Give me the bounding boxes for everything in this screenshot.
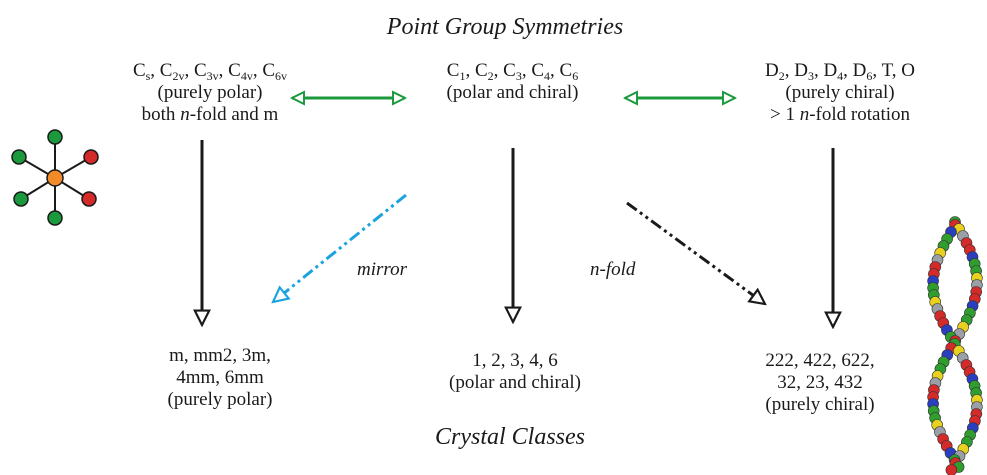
molecule-icon: [11, 129, 99, 226]
crystal-class-polar-chiral-desc: (polar and chiral): [449, 372, 581, 393]
point-group-symbol: C6: [559, 60, 579, 83]
point-group-chiral-desc: (purely chiral): [785, 82, 895, 103]
point-group-symbol: D3: [794, 60, 814, 83]
point-group-symbol: C2: [474, 60, 494, 83]
point-group-symbol: C6v: [262, 60, 288, 83]
crystal-class-polar-chiral-line1: 1, 2, 3, 4, 6: [472, 350, 558, 371]
point-group-symbol: D4: [823, 60, 844, 83]
point-group-symbol: C2v: [159, 60, 185, 83]
point-group-polar-chiral-desc: (polar and chiral): [446, 82, 579, 103]
point-group-symbol: T: [881, 60, 892, 81]
point-group-symbol: C4: [531, 60, 551, 83]
crystal-class-chiral: 222, 422, 622, 32, 23, 432 (purely chira…: [720, 350, 920, 416]
crystal-class-polar: m, mm2, 3m, 4mm, 6mm (purely polar): [110, 345, 330, 411]
point-group-symbol: C1: [446, 60, 466, 83]
crystal-class-chiral-line1: 222, 422, 622,: [765, 350, 875, 371]
point-group-chiral: D2, D3, D4, D6, T, O (purely chiral) > 1…: [715, 60, 965, 126]
point-group-polar-desc: (purely polar): [157, 82, 263, 103]
point-group-polar-symbols: Cs, C2v, C3v, C4v, C6v: [132, 60, 288, 83]
point-group-symbol: C3v: [193, 60, 219, 83]
crystal-class-polar-line2: 4mm, 6mm: [176, 367, 264, 388]
point-group-symbol: C4v: [228, 60, 253, 83]
point-group-polar: Cs, C2v, C3v, C4v, C6v (purely polar) bo…: [85, 60, 335, 126]
mirror-label: mirror: [357, 259, 407, 280]
point-group-symbol: D2: [764, 60, 785, 83]
crystal-class-polar-chiral: 1, 2, 3, 4, 6 (polar and chiral): [420, 350, 610, 394]
crystal-class-polar-desc: (purely polar): [167, 389, 273, 410]
point-group-polar-chiral-symbols: C1, C2, C3, C4, C6: [446, 60, 579, 83]
point-group-chiral-symbols: D2, D3, D4, D6, T, O: [764, 60, 916, 83]
crystal-class-polar-line1: m, mm2, 3m,: [169, 345, 271, 366]
arrow-mirror: [273, 193, 407, 302]
crystal-class-chiral-line2: 32, 23, 432: [777, 372, 863, 393]
helix-atom: [945, 464, 958, 475]
crystal-class-chiral-desc: (purely chiral): [765, 394, 875, 415]
diagram-title-crystal-classes: Crystal Classes: [434, 424, 586, 450]
point-group-symbol: Cs: [132, 60, 151, 83]
diagram-title-point-groups: Point Group Symmetries: [386, 14, 624, 40]
point-group-symbol: C3: [503, 60, 522, 83]
point-group-polar-chiral: C1, C2, C3, C4, C6 (polar and chiral): [400, 60, 625, 104]
helix-molecule-image: [927, 216, 983, 475]
point-group-polar-note: both n-fold and m: [141, 104, 279, 125]
point-group-chiral-note: > 1 n-fold rotation: [770, 104, 910, 125]
arrow-nfold: [626, 201, 765, 304]
nfold-label: n-fold: [590, 259, 636, 280]
point-group-symbol: D6: [852, 60, 873, 83]
point-group-symbol: O: [901, 60, 916, 81]
